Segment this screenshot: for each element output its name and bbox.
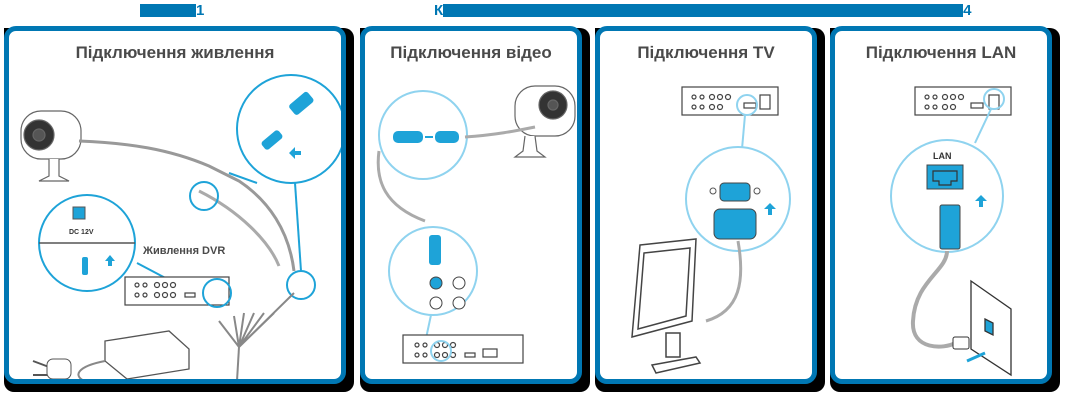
step-number: 4 — [963, 2, 972, 19]
panel-title: Підключення живлення — [75, 43, 275, 62]
lan-connection-illustration: LAN — [890, 86, 1012, 377]
power-connection-illustration: DC 12V — [20, 74, 341, 379]
dc-label: DC 12V — [69, 229, 94, 236]
dvr-recorder-icon — [124, 276, 230, 306]
panel-title: Підключення відео — [390, 43, 552, 62]
panel-video: Підключення відео — [360, 26, 582, 384]
panel-lan: Підключення LAN LAN — [830, 26, 1052, 384]
power-adapter-icon — [104, 330, 190, 379]
wall-socket-icon — [970, 279, 1012, 377]
camera-icon — [20, 110, 82, 182]
dvr-recorder-icon — [402, 334, 524, 364]
header-redaction-bar — [443, 4, 964, 17]
header-glyph-start: К — [434, 2, 444, 19]
dvr-power-label: Живлення DVR — [143, 245, 226, 257]
panel-title: Підключення TV — [637, 43, 775, 62]
header-redaction-bar — [140, 4, 196, 17]
step-header-right: К 4 — [434, 3, 972, 18]
tv-connection-illustration — [631, 86, 791, 374]
video-connection-illustration — [376, 85, 576, 364]
dvr-recorder-icon — [681, 86, 779, 116]
panel-power: Підключення живлення DC 12V — [4, 26, 346, 384]
dvr-recorder-icon — [914, 86, 1012, 116]
monitor-icon — [631, 238, 702, 374]
panel-title: Підключення LAN — [865, 43, 1017, 62]
lan-label: LAN — [933, 151, 952, 161]
step-number: 1 — [196, 2, 205, 19]
camera-icon — [513, 85, 576, 158]
panel-tv: Підключення TV — [595, 26, 817, 384]
vga-connector-icon — [709, 182, 776, 240]
step-header-left: 1 — [140, 3, 204, 18]
